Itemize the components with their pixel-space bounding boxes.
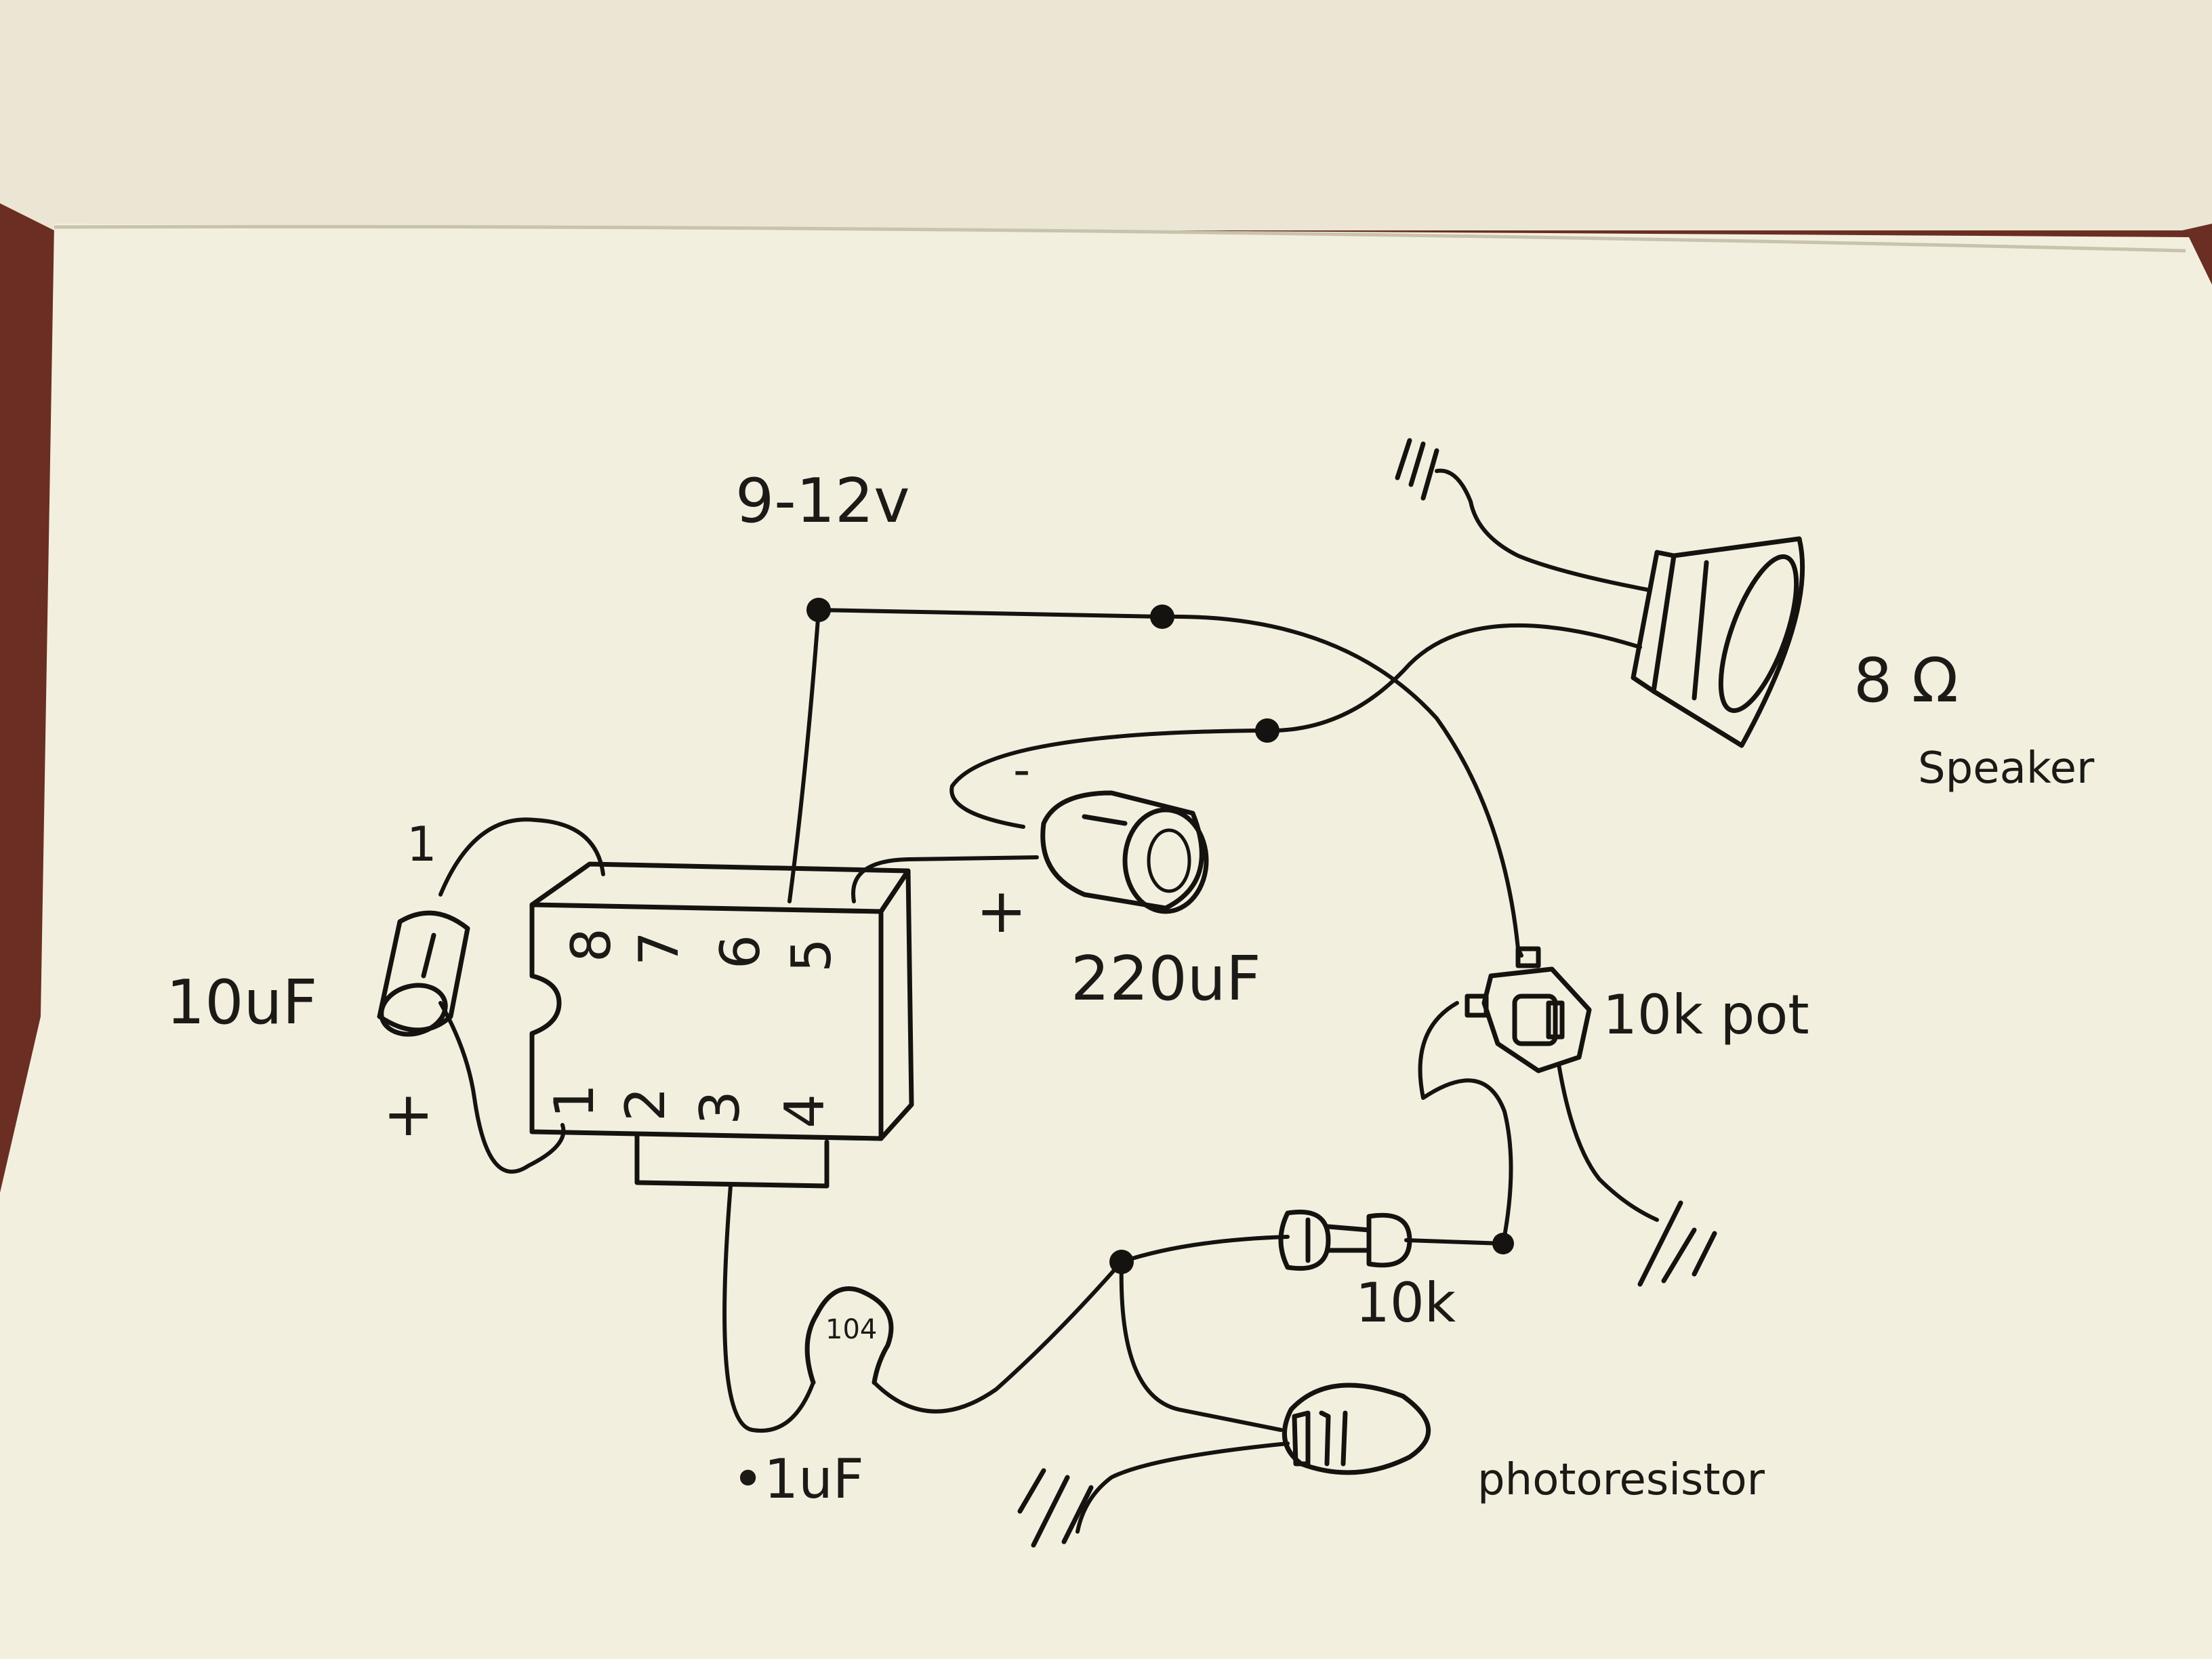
ground-symbol-pot [1637,1200,1717,1287]
wire-speaker-to-ground [1435,468,1649,592]
photoresistor-label: photoresistor [1477,1455,1765,1505]
photoresistor [1282,1382,1431,1475]
junction-top [1150,605,1174,629]
resistor-label: 10k [1355,1271,1456,1334]
pin-8-label: 8 [560,928,623,962]
pin-2-label: 2 [614,1087,677,1122]
wire-junction-to-speaker [1160,614,1520,951]
resistor-10k [1278,1209,1412,1271]
pin-1-label: 1 [543,1084,606,1118]
pin-7-label: 7 [628,931,691,966]
notebook-page [0,224,2212,1659]
wire-speaker-to-cap220 [1265,623,1642,733]
speaker [1631,536,1805,748]
wire-supply-to-junction [817,608,1164,619]
cap-10uf-pos-mark: + [383,1079,434,1150]
ground-symbol-photoresistor [1017,1468,1094,1548]
wire-pot-to-ground [1557,1062,1659,1222]
speaker-label: Speaker [1918,743,2095,794]
pin-3-label: 3 [689,1090,752,1125]
wire-photoresistor-to-ground [1076,1441,1290,1534]
pin-5-label: 5 [780,938,843,972]
capacitor-220uf: - + [976,742,1209,947]
ic-bottom-tab [634,1132,830,1189]
cap-220uf-label: 220uF [1071,943,1261,1015]
junction-speaker-cap [1255,718,1279,743]
speaker-ohms-label: 8 Ω [1853,645,1959,716]
junctions [806,598,1514,1274]
cap-01uf-code: 104 [825,1314,877,1345]
wire-cap01-to-junction [872,1260,1124,1414]
junction-supply [806,598,831,622]
capacitor-01uf: 104 [804,1286,894,1385]
cap-10uf-neg-mark: 1 [407,817,437,872]
ic-side-face [878,868,914,1141]
wires [438,468,1659,1534]
wire-resistor-to-pot [1404,1001,1513,1246]
wire-cap10-to-pin1 [438,1001,566,1174]
cap-220uf-neg-mark: - [1013,742,1030,798]
cap-01uf-label: •1uF [732,1448,864,1511]
pin-4-label: 4 [773,1094,836,1128]
pot-label: 10k pot [1603,983,1809,1046]
page-fold-line [54,224,2186,253]
cap-220uf-pos-mark: + [976,876,1027,947]
cap-10uf-label: 10uF [166,967,317,1038]
junction-bottom [1109,1250,1134,1274]
wire-junction-to-resistor [1120,1235,1290,1264]
ic-body [529,902,884,1141]
potentiometer-10k [1465,946,1592,1073]
wire-supply-to-pin6 [787,608,821,903]
pin-6-label: 6 [709,935,772,969]
ic-555: 8 7 6 5 1 2 3 4 [529,861,914,1189]
wire-pin3-to-cap01 [722,1184,815,1433]
supply-voltage-label: 9-12v [735,466,910,537]
wire-cap10-to-pin8 [438,817,605,897]
notebook-top-page [0,0,2212,230]
wire-junction-to-photoresistor [1119,1260,1283,1432]
wire-cap220-loop [949,729,1269,829]
ground-symbol-speaker [1395,438,1439,501]
junction-resistor-pot [1492,1233,1514,1254]
capacitor-10uf: 1 + [377,817,470,1150]
